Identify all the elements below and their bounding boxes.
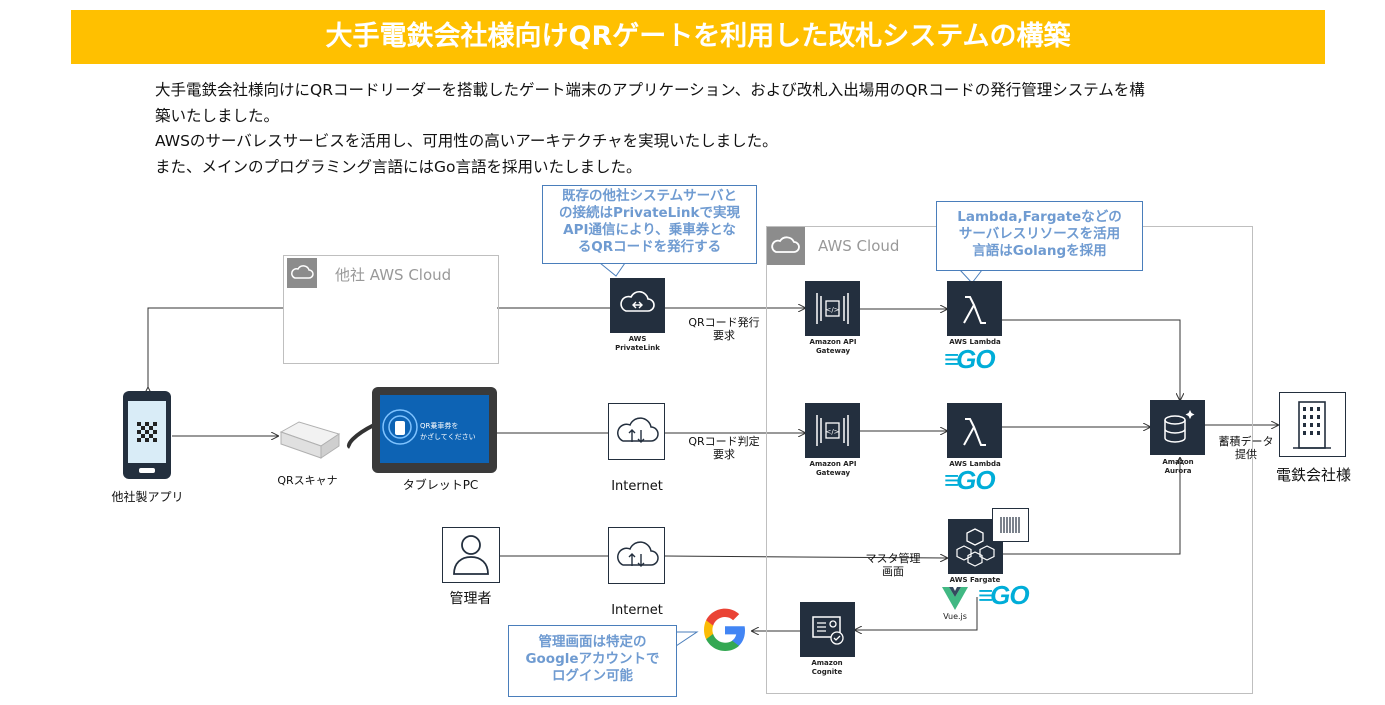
edge-label-line: 蓄積データ bbox=[1218, 435, 1274, 448]
tablet-screen-text: QR乗車券を かざしてください bbox=[420, 421, 476, 443]
callout-line: Googleアカウントで bbox=[525, 651, 660, 667]
go-logo: ≡GO bbox=[978, 580, 1030, 610]
description-line-3: AWSのサーバレスサービスを活用し、可用性の高いアーキテクチャを実現いたしました… bbox=[155, 132, 778, 150]
label-line: Amazon API bbox=[809, 338, 857, 346]
building-icon bbox=[1279, 392, 1346, 457]
edge-label-line: QRコード判定 bbox=[688, 435, 760, 448]
vue-label: Vue.js bbox=[943, 612, 967, 621]
serverless-callout: Lambda,Fargateなどの サーバレスリソースを活用 言語はGolang… bbox=[936, 201, 1143, 271]
google-logo-icon bbox=[704, 608, 745, 651]
edge-label-line: 提供 bbox=[1235, 448, 1257, 461]
label-line: Cognite bbox=[811, 668, 843, 676]
scanner-label: QRスキャナ bbox=[277, 474, 338, 487]
cloud-icon bbox=[767, 227, 805, 265]
aurora-icon bbox=[1150, 400, 1205, 455]
label-line: PrivateLink bbox=[615, 344, 660, 352]
barcode-icon bbox=[992, 508, 1029, 542]
api-gateway-label: Amazon API Gateway bbox=[797, 460, 869, 478]
company-label: 電鉄会社様 bbox=[1275, 466, 1351, 484]
description-line-2: 築いたしました。 bbox=[155, 107, 280, 125]
other-aws-cloud-box bbox=[283, 255, 499, 364]
edge-label-line: 要求 bbox=[713, 448, 735, 461]
privatelink-callout: 既存の他社システムサーバと の接続はPrivateLinkで実現 API通信によ… bbox=[542, 185, 757, 264]
cognite-label: Amazon Cognite bbox=[791, 659, 863, 677]
cognito-icon bbox=[800, 602, 855, 657]
callout-line: 既存の他社システムサーバと bbox=[562, 188, 737, 204]
description-line-4: また、メインのプログラミング言語にはGo言語を採用いたしました。 bbox=[155, 158, 642, 176]
master-edge-label: マスタ管理 画面 bbox=[852, 552, 934, 578]
callout-line: 管理画面は特定の bbox=[538, 634, 647, 650]
label-line: AWS bbox=[628, 335, 647, 343]
description-line-1: 大手電鉄会社様向けにQRコードリーダーを搭載したゲート端末のアプリケーション、お… bbox=[155, 81, 1145, 99]
privatelink-label: AWS PrivateLink bbox=[600, 335, 675, 353]
go-text: GO bbox=[990, 580, 1029, 610]
other-cloud-label: 他社 AWS Cloud bbox=[335, 266, 452, 284]
aurora-label: Amazon Aurora bbox=[1142, 458, 1214, 476]
data-edge-label: 蓄積データ 提供 bbox=[1207, 435, 1285, 461]
go-text: GO bbox=[956, 344, 995, 374]
label-line: Aurora bbox=[1164, 467, 1192, 475]
api-gateway-label: Amazon API Gateway bbox=[797, 338, 869, 356]
internet-icon bbox=[608, 403, 665, 460]
qr-judge-edge-label: QRコード判定 要求 bbox=[683, 435, 765, 461]
qr-issue-edge-label: QRコード発行 要求 bbox=[683, 316, 765, 342]
callout-line: サーバレスリソースを活用 bbox=[958, 226, 1121, 242]
app-label: 他社製アプリ bbox=[111, 490, 184, 504]
internet-label: Internet bbox=[611, 603, 663, 618]
svg-text:</>: </> bbox=[825, 306, 839, 314]
callout-line: の接続はPrivateLinkで実現 bbox=[558, 205, 741, 221]
go-logo: ≡GO bbox=[944, 344, 996, 374]
callout-line: ログイン可能 bbox=[552, 668, 633, 684]
callout-line: API通信により、乗車券とな bbox=[563, 222, 736, 238]
tablet-label: タブレットPC bbox=[402, 478, 479, 492]
lambda-icon bbox=[947, 281, 1002, 336]
callout-line: るQRコードを発行する bbox=[577, 239, 722, 255]
lambda-icon bbox=[947, 403, 1002, 458]
go-logo: ≡GO bbox=[944, 465, 996, 495]
internet-label: Internet bbox=[611, 479, 663, 494]
lambda-label: AWS Lambda bbox=[949, 460, 1001, 468]
page-title: 大手電鉄会社様向けQRゲートを利用した改札システムの構築 bbox=[325, 21, 1071, 52]
privatelink-icon bbox=[610, 278, 665, 333]
google-callout: 管理画面は特定の Googleアカウントで ログイン可能 bbox=[508, 625, 677, 697]
fargate-label: AWS Fargate bbox=[949, 576, 1001, 584]
label-line: Amazon bbox=[811, 659, 843, 667]
api-gateway-icon: </> bbox=[805, 281, 860, 336]
edge-label-line: 要求 bbox=[713, 329, 735, 342]
edge-label-line: QRコード発行 bbox=[688, 316, 760, 329]
label-line: Amazon API bbox=[809, 460, 857, 468]
edge-label-line: 画面 bbox=[882, 565, 904, 578]
edge-label-line: マスタ管理 bbox=[865, 552, 921, 565]
label-line: Amazon bbox=[1162, 458, 1194, 466]
svg-text:</>: </> bbox=[825, 428, 839, 436]
tablet-icon bbox=[347, 387, 497, 473]
callout-line: 言語はGolangを採用 bbox=[972, 243, 1107, 259]
lambda-label: AWS Lambda bbox=[949, 338, 1001, 346]
admin-user-icon bbox=[442, 527, 500, 583]
cloud-icon bbox=[287, 258, 317, 288]
label-line: Gateway bbox=[815, 347, 851, 355]
vue-logo-icon bbox=[942, 587, 968, 610]
callout-line: Lambda,Fargateなどの bbox=[957, 209, 1122, 225]
smartphone-icon bbox=[123, 391, 171, 479]
tablet-screen-line: かざしてください bbox=[420, 433, 476, 441]
tablet-screen-line: QR乗車券を bbox=[420, 422, 459, 430]
label-line: Gateway bbox=[815, 469, 851, 477]
go-text: GO bbox=[956, 465, 995, 495]
internet-icon bbox=[608, 527, 665, 584]
admin-label: 管理者 bbox=[449, 591, 492, 607]
api-gateway-icon: </> bbox=[805, 403, 860, 458]
aws-cloud-label: AWS Cloud bbox=[818, 237, 900, 255]
qr-scanner-icon bbox=[279, 421, 341, 459]
title-banner bbox=[71, 10, 1325, 64]
